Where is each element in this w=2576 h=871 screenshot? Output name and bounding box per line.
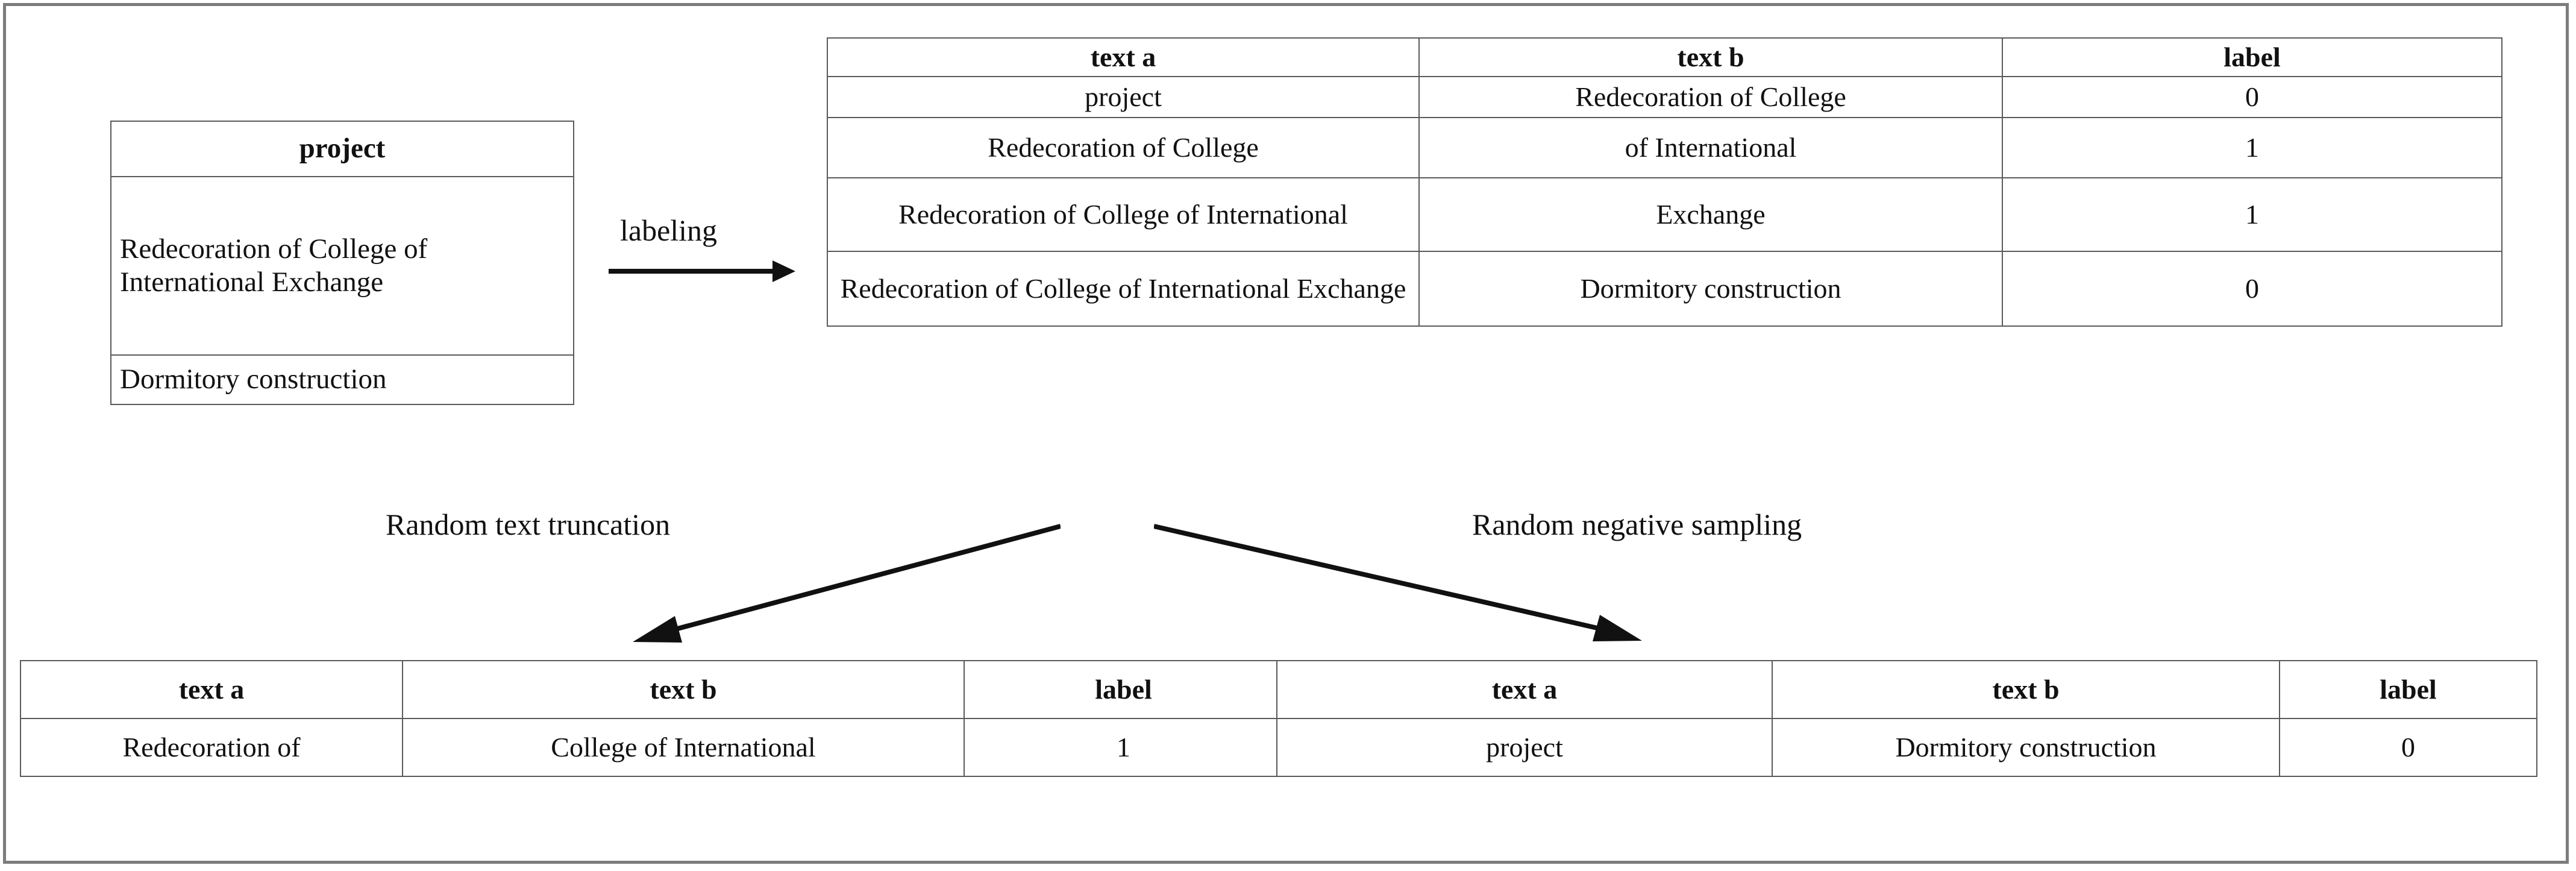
neg-header-text-b: text b xyxy=(1772,660,2280,719)
source-table-cell-project-2: Dormitory construction xyxy=(110,354,574,405)
truncation-arrow-icon xyxy=(615,506,1062,657)
main-cell-label-3: 1 xyxy=(2002,177,2502,253)
table-row: Redecoration of College of International… xyxy=(827,117,2502,179)
negative-sampling-result-table: text a text b label project Dormitory co… xyxy=(1276,660,2537,777)
main-cell-label-4: 0 xyxy=(2002,251,2502,327)
source-table-header: project xyxy=(110,121,574,177)
table-row: Redecoration of College of International… xyxy=(20,718,1283,777)
truncation-result-table: text a text b label Redecoration of Coll… xyxy=(20,660,1283,777)
trunc-header-text-b: text b xyxy=(402,660,965,719)
table-row: project Redecoration of College 0 xyxy=(827,76,2502,119)
neg-cell-text-b-1: Dormitory construction xyxy=(1772,718,2280,777)
source-table-cell-project-1: Redecoration of College of International… xyxy=(110,176,574,356)
trunc-header-label: label xyxy=(964,660,1283,719)
figure-outer-border xyxy=(3,3,2569,864)
main-cell-label-1: 0 xyxy=(2002,76,2502,119)
neg-cell-label-1: 0 xyxy=(2279,718,2537,777)
neg-header-text-a: text a xyxy=(1276,660,1773,719)
main-cell-text-a-4: Redecoration of College of International… xyxy=(827,251,1420,327)
neg-cell-text-a-1: project xyxy=(1276,718,1773,777)
table-row: project Dormitory construction 0 xyxy=(1276,718,2537,777)
table-row: Redecoration of College of International… xyxy=(827,251,2502,327)
negative-sampling-arrow-icon xyxy=(1153,506,1660,657)
source-project-table: project Redecoration of College of Inter… xyxy=(110,121,574,405)
table-header-row: text a text b label xyxy=(1276,660,2537,719)
neg-header-label: label xyxy=(2279,660,2537,719)
main-cell-text-a-1: project xyxy=(827,76,1420,119)
main-cell-text-b-4: Dormitory construction xyxy=(1418,251,2003,327)
main-cell-text-a-3: Redecoration of College of International xyxy=(827,177,1420,253)
main-cell-label-2: 1 xyxy=(2002,117,2502,179)
labeled-pairs-table: text a text b label project Redecoration… xyxy=(827,37,2502,327)
trunc-cell-text-b-1: College of International xyxy=(402,718,965,777)
main-cell-text-b-2: of International xyxy=(1418,117,2003,179)
table-row: Dormitory construction xyxy=(110,354,574,405)
labeling-arrow-label: labeling xyxy=(620,213,718,247)
main-header-label: label xyxy=(2002,37,2502,78)
table-row: Redecoration of College of International… xyxy=(827,177,2502,253)
main-header-text-b: text b xyxy=(1418,37,2003,78)
trunc-cell-text-a-1: Redecoration of xyxy=(20,718,403,777)
main-header-text-a: text a xyxy=(827,37,1420,78)
labeling-arrow-icon xyxy=(609,259,795,283)
table-header-row: text a text b label xyxy=(827,37,2502,78)
table-row: Redecoration of College of International… xyxy=(110,176,574,356)
main-cell-text-a-2: Redecoration of College xyxy=(827,117,1420,179)
table-header-row: text a text b label xyxy=(20,660,1283,719)
table-row: project xyxy=(110,121,574,177)
negative-sampling-arrow-label: Random negative sampling xyxy=(1472,508,1802,541)
main-cell-text-b-3: Exchange xyxy=(1418,177,2003,253)
trunc-header-text-a: text a xyxy=(20,660,403,719)
main-cell-text-b-1: Redecoration of College xyxy=(1418,76,2003,119)
trunc-cell-label-1: 1 xyxy=(964,718,1283,777)
truncation-arrow-label: Random text truncation xyxy=(386,508,671,541)
